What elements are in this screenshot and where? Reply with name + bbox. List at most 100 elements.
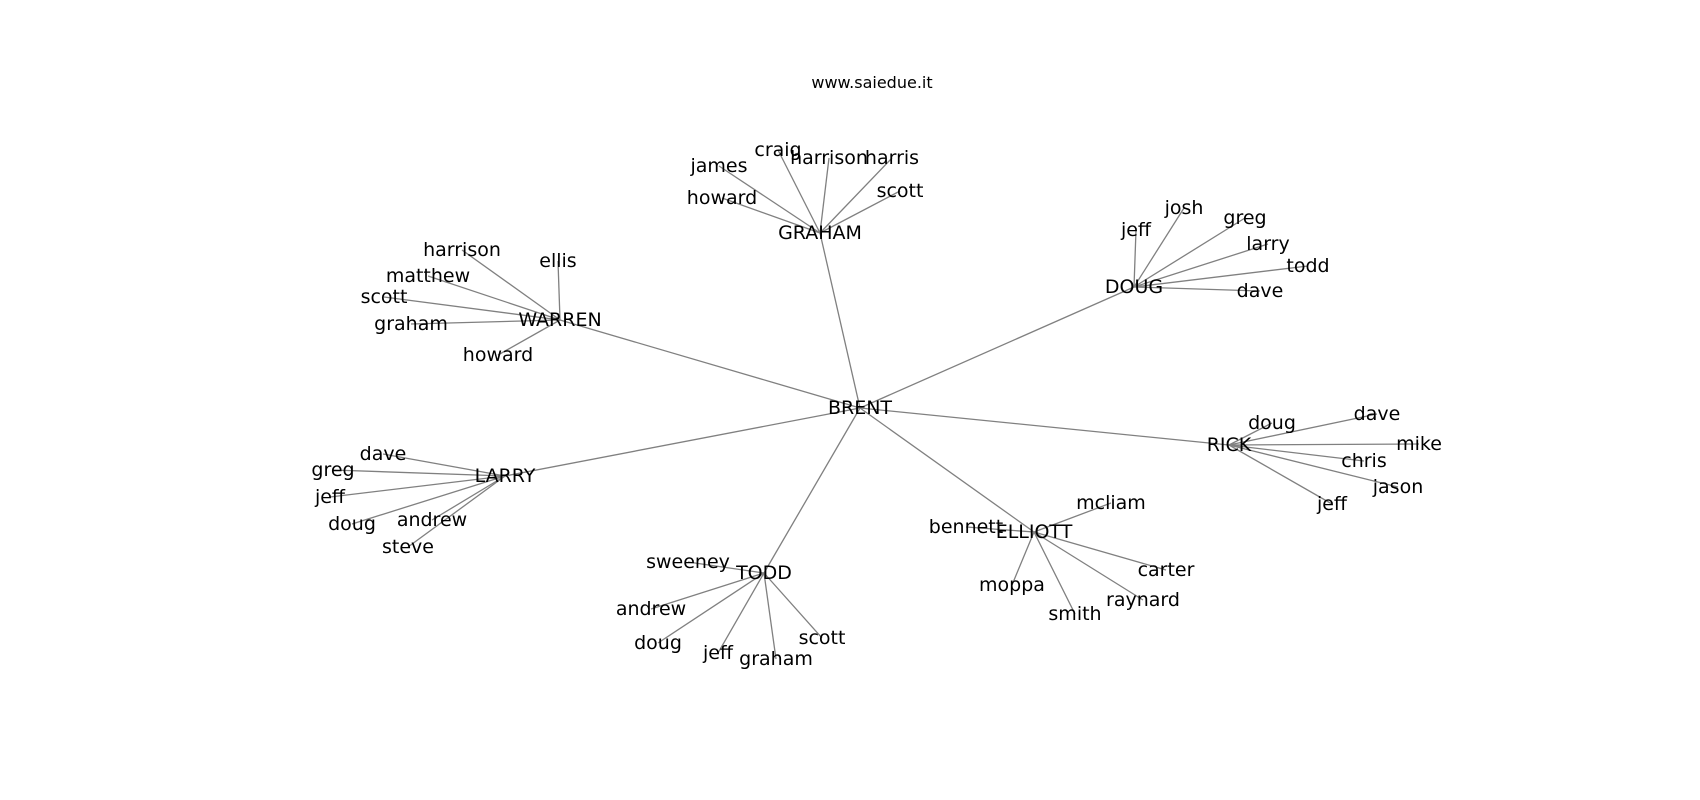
edge-root-larry — [504, 407, 861, 477]
node-leaf: jeff — [314, 486, 346, 508]
edge-root-rick — [859, 407, 1230, 446]
node-root: BRENT — [828, 397, 892, 419]
node-leaf: steve — [382, 536, 434, 558]
node-hub: ELLIOTT — [996, 521, 1073, 543]
node-hub: DOUG — [1105, 276, 1163, 298]
node-leaf: greg — [1223, 207, 1266, 229]
edge-larry-greg — [332, 469, 506, 477]
node-leaf: matthew — [386, 265, 470, 287]
node-leaf: dave — [1354, 403, 1401, 425]
diagram-title: www.saiedue.it — [811, 73, 932, 92]
edge-larry-steve — [407, 475, 506, 548]
edge-rick-chris — [1228, 444, 1365, 462]
node-leaf: doug — [1248, 412, 1296, 434]
node-leaf: craig — [754, 139, 801, 161]
node-leaf: moppa — [979, 574, 1045, 596]
node-leaf: sweeney — [646, 551, 730, 573]
edge-warren-graham — [410, 319, 561, 325]
node-leaf: doug — [328, 513, 376, 535]
edge-warren-howard — [497, 319, 561, 356]
node-leaf: jeff — [1120, 219, 1152, 241]
edge-doug-josh — [1133, 207, 1185, 288]
edge-elliott-raynard — [1033, 531, 1144, 601]
edge-larry-jeff — [329, 475, 506, 498]
node-leaf: scott — [361, 286, 408, 308]
node-hub: WARREN — [518, 309, 601, 331]
edge-warren-ellis — [557, 260, 561, 321]
node-leaf: larry — [1246, 233, 1289, 255]
node-leaf: raynard — [1106, 589, 1180, 611]
node-leaf: harrison — [790, 147, 868, 169]
edge-todd-graham — [763, 572, 777, 660]
edge-doug-jeff — [1133, 229, 1137, 288]
edge-elliott-smith — [1033, 531, 1076, 615]
edge-doug-greg — [1133, 217, 1246, 288]
edge-elliott-carter — [1033, 531, 1167, 571]
node-leaf: andrew — [616, 598, 686, 620]
labels-layer: BRENTGRAHAMjamescraigharrisonharrisscott… — [311, 139, 1442, 670]
edge-elliott-mcliam — [1033, 502, 1112, 533]
node-leaf: doug — [634, 632, 682, 654]
edge-root-graham — [819, 232, 861, 409]
node-leaf: jeff — [1316, 493, 1348, 515]
node-leaf: smith — [1048, 603, 1101, 625]
edge-doug-larry — [1133, 243, 1269, 288]
node-leaf: harrison — [423, 239, 501, 261]
edge-rick-doug — [1228, 422, 1273, 446]
node-leaf: harris — [865, 147, 919, 169]
node-hub: TODD — [735, 562, 792, 584]
edge-root-warren — [559, 319, 861, 409]
edge-graham-howard — [721, 197, 821, 234]
edge-warren-harrison — [461, 249, 561, 321]
node-hub: LARRY — [475, 465, 536, 487]
node-leaf: scott — [799, 627, 846, 649]
edge-graham-scott — [819, 190, 901, 234]
edge-graham-harris — [819, 157, 893, 234]
node-leaf: howard — [463, 344, 533, 366]
node-leaf: howard — [687, 187, 757, 209]
edge-elliott-moppa — [1011, 531, 1035, 586]
edge-larry-andrew — [431, 475, 506, 521]
edge-rick-dave — [1228, 413, 1378, 446]
node-leaf: bennett — [929, 516, 1003, 538]
edge-root-elliott — [859, 407, 1035, 533]
node-leaf: ellis — [539, 250, 576, 272]
edge-todd-jeff — [717, 572, 765, 654]
node-leaf: josh — [1164, 197, 1204, 219]
edge-larry-doug — [351, 475, 506, 525]
node-leaf: todd — [1286, 255, 1329, 277]
node-leaf: carter — [1138, 559, 1195, 581]
node-hub: GRAHAM — [778, 222, 862, 244]
edge-root-doug — [859, 286, 1135, 409]
node-leaf: andrew — [397, 509, 467, 531]
node-leaf: graham — [739, 648, 813, 670]
node-leaf: mcliam — [1076, 492, 1146, 514]
edge-todd-doug — [657, 572, 765, 644]
node-leaf: chris — [1341, 450, 1386, 472]
edge-larry-dave — [382, 453, 506, 477]
edge-graham-james — [718, 165, 821, 234]
node-leaf: jason — [1372, 476, 1424, 498]
edge-root-todd — [763, 407, 861, 574]
edge-graham-harrison — [819, 157, 830, 234]
edge-doug-dave — [1133, 286, 1261, 292]
node-leaf: greg — [311, 459, 354, 481]
edge-graham-craig — [777, 149, 821, 234]
edges-layer — [329, 149, 1420, 660]
node-leaf: scott — [877, 180, 924, 202]
edge-warren-matthew — [427, 275, 561, 321]
edge-todd-sweeney — [687, 561, 765, 574]
edge-doug-todd — [1133, 265, 1309, 288]
node-leaf: mike — [1396, 433, 1442, 455]
edge-rick-jason — [1228, 444, 1399, 488]
edge-rick-mike — [1228, 443, 1420, 446]
edge-rick-jeff — [1228, 444, 1333, 505]
edge-elliott-bennett — [965, 526, 1035, 533]
node-leaf: james — [689, 155, 747, 177]
node-leaf: dave — [1237, 280, 1284, 302]
edge-warren-scott — [383, 296, 561, 321]
node-leaf: jeff — [702, 642, 734, 664]
node-leaf: dave — [360, 443, 407, 465]
edge-todd-scott — [763, 572, 823, 639]
